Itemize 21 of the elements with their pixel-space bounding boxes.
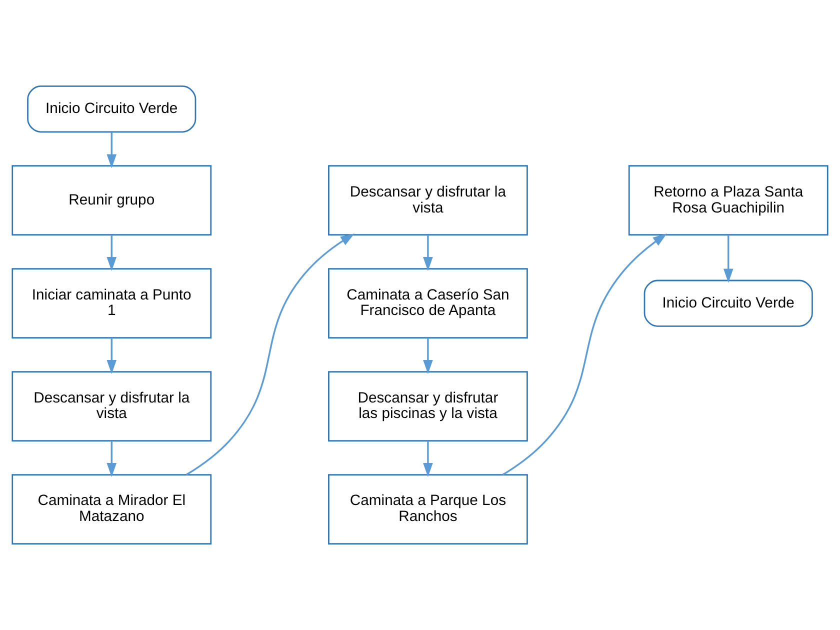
node-box: Descansar y disfrutar la vista	[12, 371, 212, 442]
arrow	[106, 235, 117, 272]
arrow	[106, 440, 117, 477]
node-box: Iniciar caminata a Punto 1	[12, 268, 212, 338]
arrow	[186, 233, 355, 476]
node-box: Descansar y disfrutar las piscinas y la vista	[328, 371, 528, 442]
node-box: Caminata a Parque Los Ranchos	[328, 474, 528, 544]
node-box: Caminata a Mirador El Matazano	[12, 474, 212, 544]
node-box: Descansar y disfrutar la vista	[328, 165, 528, 236]
node-box: Retorno a Plaza Santa Rosa Guachipilin	[628, 165, 828, 236]
arrow	[106, 132, 117, 168]
arrow	[423, 235, 433, 272]
arrow	[423, 338, 433, 374]
node-box: Inicio Circuito Verde	[27, 86, 196, 133]
node-box: Inicio Circuito Verde	[644, 280, 813, 327]
arrow	[423, 440, 433, 477]
node-box: Caminata a Caserío San Francisco de Apanta	[328, 268, 528, 338]
arrow	[106, 338, 117, 374]
arrow	[502, 234, 667, 476]
node-box: Reunir grupo	[12, 165, 212, 236]
arrow	[723, 235, 734, 283]
